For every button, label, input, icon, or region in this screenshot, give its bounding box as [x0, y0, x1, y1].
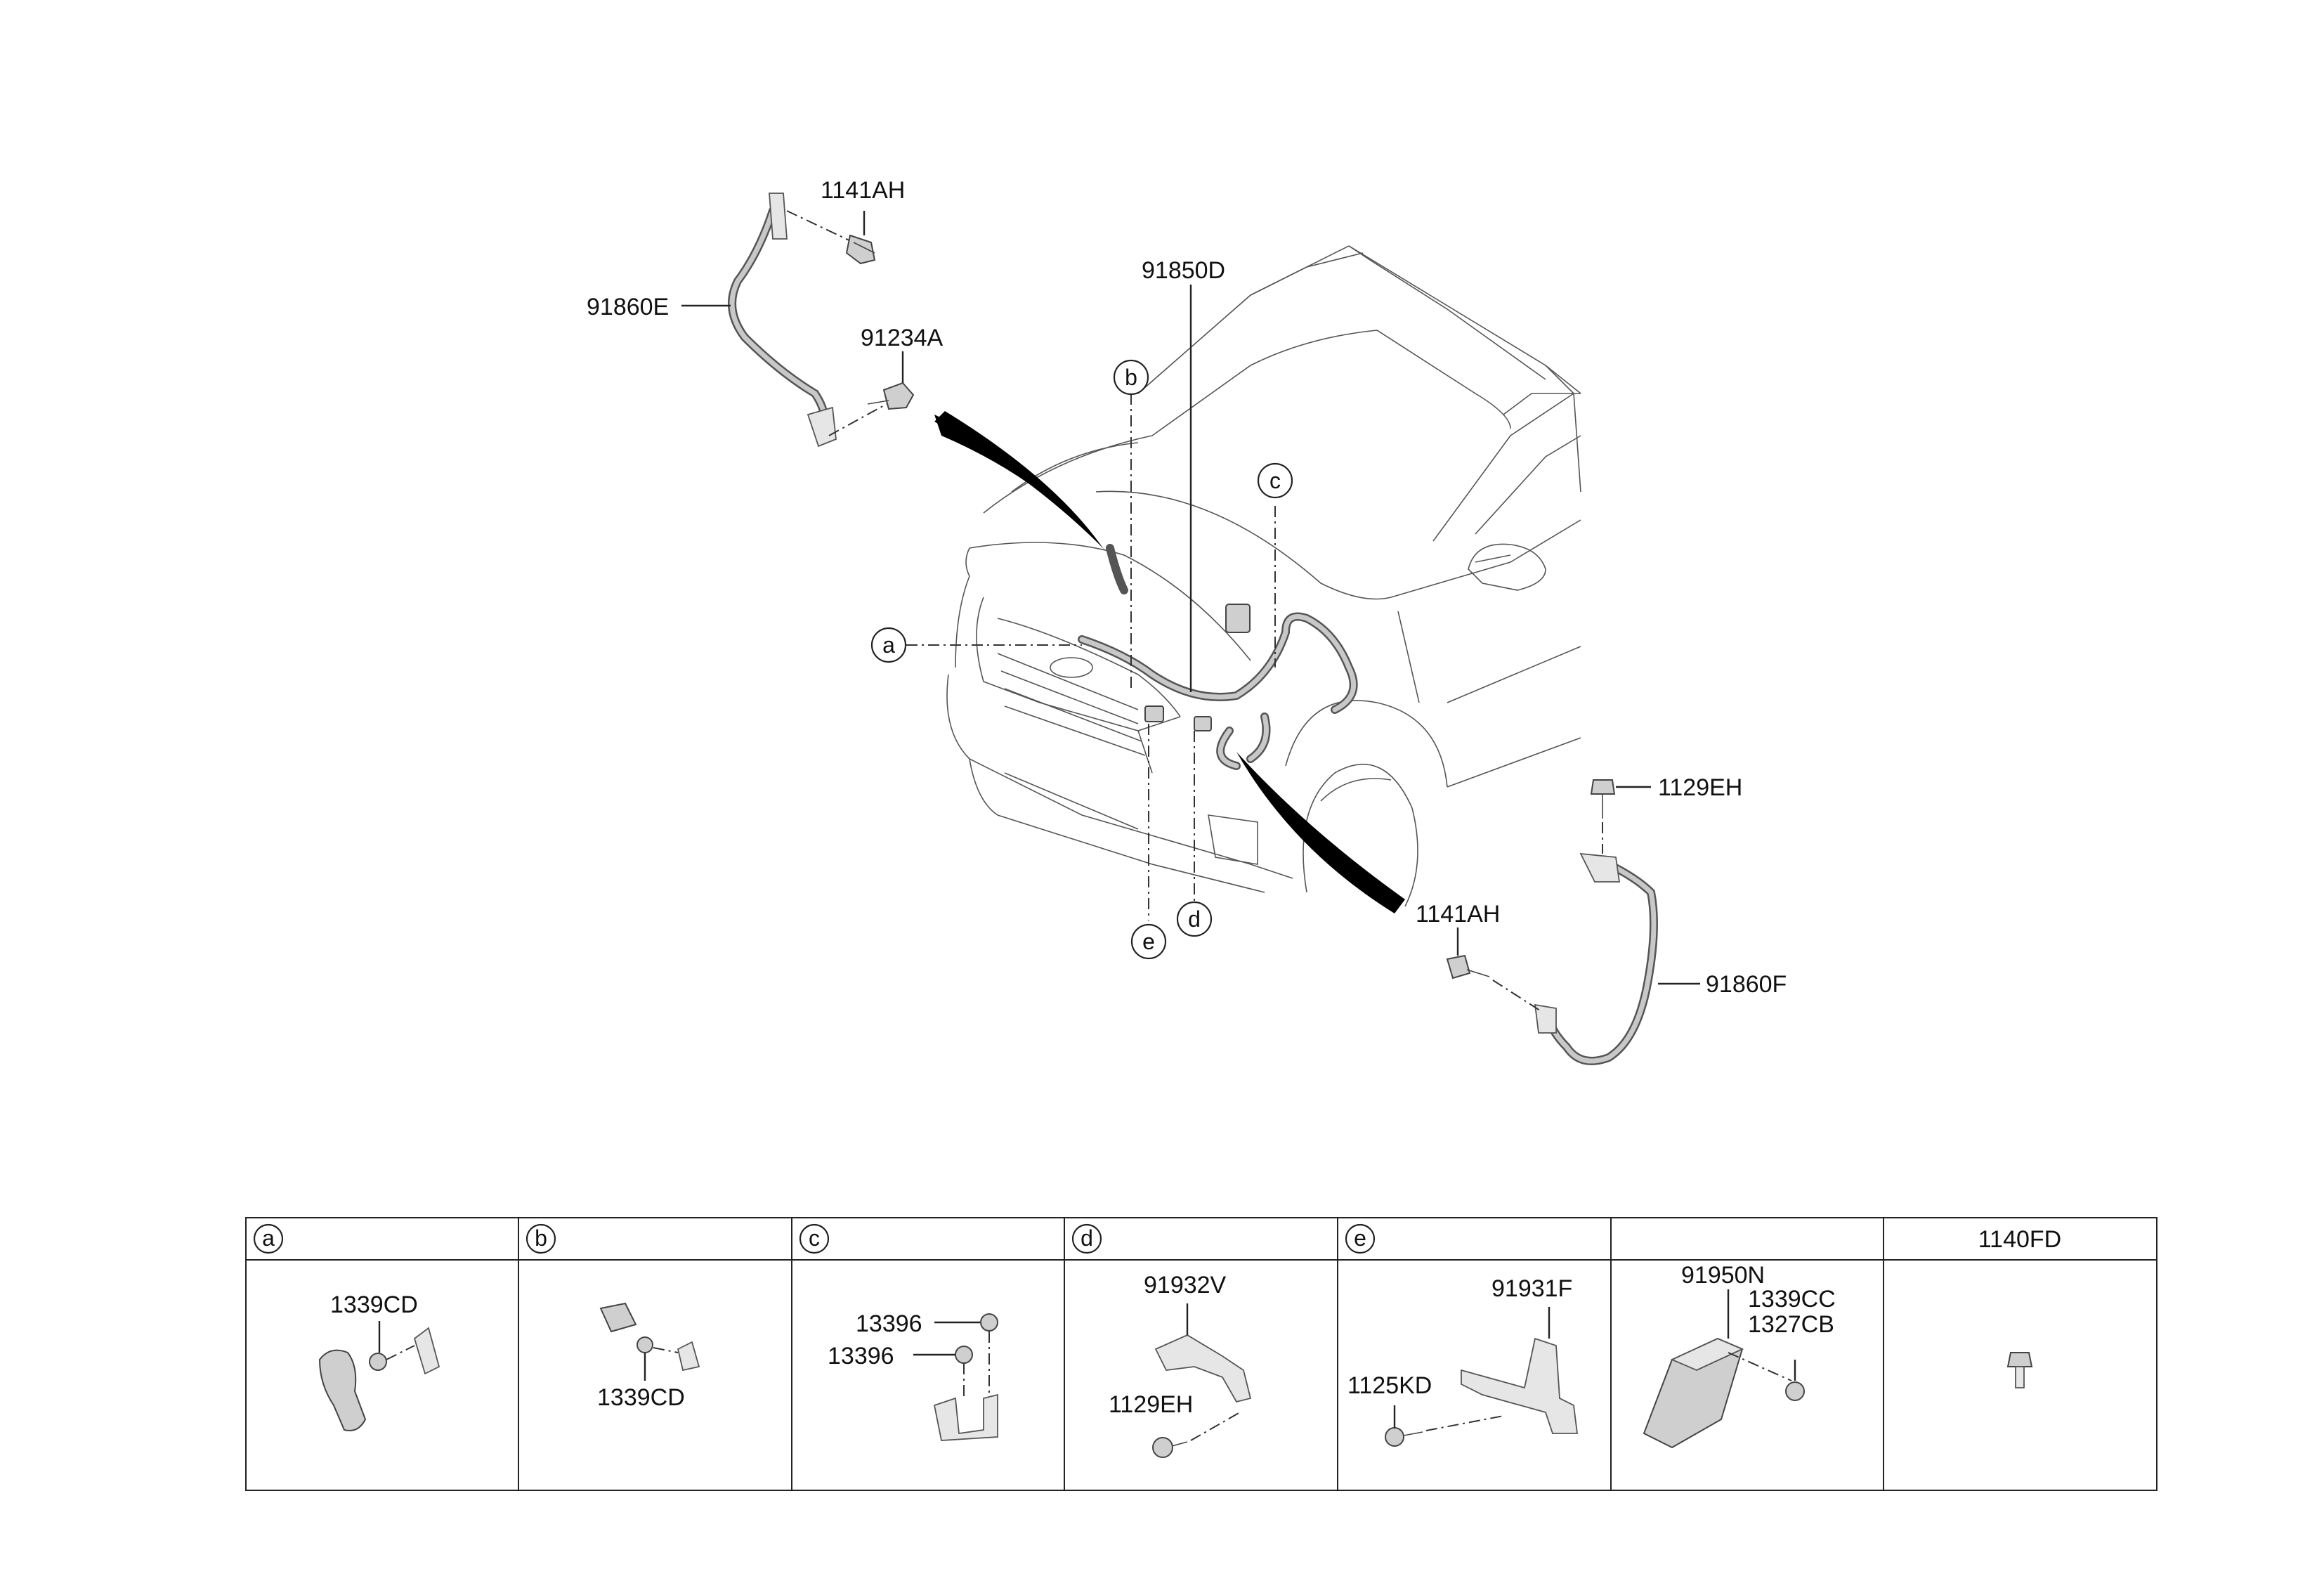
svg-text:e: e [1142, 929, 1155, 954]
bolt-91234A [867, 382, 915, 410]
table-header-e: e [1345, 1223, 1376, 1254]
svg-text:c: c [809, 1225, 820, 1251]
label-1141AH-top: 1141AH [821, 177, 905, 204]
cell-b-parts [599, 1302, 700, 1381]
label-c-13396-1: 13396 [856, 1310, 922, 1337]
bolt-1141AH-top [845, 234, 876, 265]
label-b-1339CD: 1339CD [597, 1384, 685, 1411]
callout-b: b [1113, 359, 1149, 396]
cell-d-parts [1152, 1303, 1252, 1458]
vehicle-front-view [946, 245, 1581, 907]
label-a-1339CD: 1339CD [330, 1291, 418, 1318]
cell-a-parts [318, 1321, 440, 1431]
table-header-1140FD: 1140FD [1978, 1226, 2061, 1253]
cable-stub [1106, 544, 1128, 594]
label-f-1327CB: 1327CB [1748, 1311, 1834, 1338]
cell-f-parts [1643, 1289, 1805, 1449]
label-91860F: 91860F [1706, 971, 1787, 998]
table-header-d: d [1071, 1223, 1102, 1254]
pointer-wedge-lower [1236, 752, 1405, 913]
label-e-91931F: 91931F [1491, 1275, 1572, 1302]
label-91860E: 91860E [587, 294, 669, 320]
bolt-1129EH-right [1590, 779, 1616, 819]
label-91850D: 91850D [1142, 257, 1225, 284]
wiring-harness-91850D [1078, 604, 1358, 770]
bolt-1140FD [2006, 1352, 2033, 1388]
label-c-13396-2: 13396 [828, 1343, 894, 1369]
label-e-1125KD: 1125KD [1347, 1372, 1432, 1399]
table-header-c: c [799, 1223, 830, 1254]
label-d-1129EH: 1129EH [1109, 1391, 1193, 1418]
battery-cable-91860E [728, 193, 837, 448]
svg-text:b: b [1125, 365, 1137, 390]
table-header-a: a [253, 1223, 284, 1254]
cell-c-parts [913, 1313, 998, 1441]
svg-text:c: c [1269, 468, 1281, 493]
callout-d: d [1176, 901, 1213, 937]
battery-cable-91860F [1534, 852, 1658, 1065]
parts-table [245, 1217, 2157, 1491]
svg-text:e: e [1354, 1225, 1366, 1251]
callout-a: a [870, 627, 907, 663]
bolt-1141AH-right [1446, 954, 1490, 980]
label-f-1339CC: 1339CC [1748, 1286, 1836, 1313]
svg-text:a: a [262, 1225, 275, 1251]
callout-c: c [1257, 462, 1293, 499]
svg-text:d: d [1188, 906, 1201, 932]
callout-e: e [1130, 923, 1167, 960]
label-d-91932V: 91932V [1144, 1272, 1227, 1299]
label-f-91950N: 91950N [1681, 1262, 1765, 1289]
svg-text:b: b [535, 1225, 547, 1251]
label-1141AH-right: 1141AH [1416, 901, 1500, 928]
label-91234A: 91234A [861, 325, 944, 351]
cell-e-parts [1385, 1307, 1579, 1447]
table-header-b: b [525, 1223, 556, 1254]
svg-text:a: a [882, 632, 895, 658]
label-1129EH-right: 1129EH [1658, 774, 1742, 801]
svg-text:d: d [1081, 1225, 1093, 1251]
